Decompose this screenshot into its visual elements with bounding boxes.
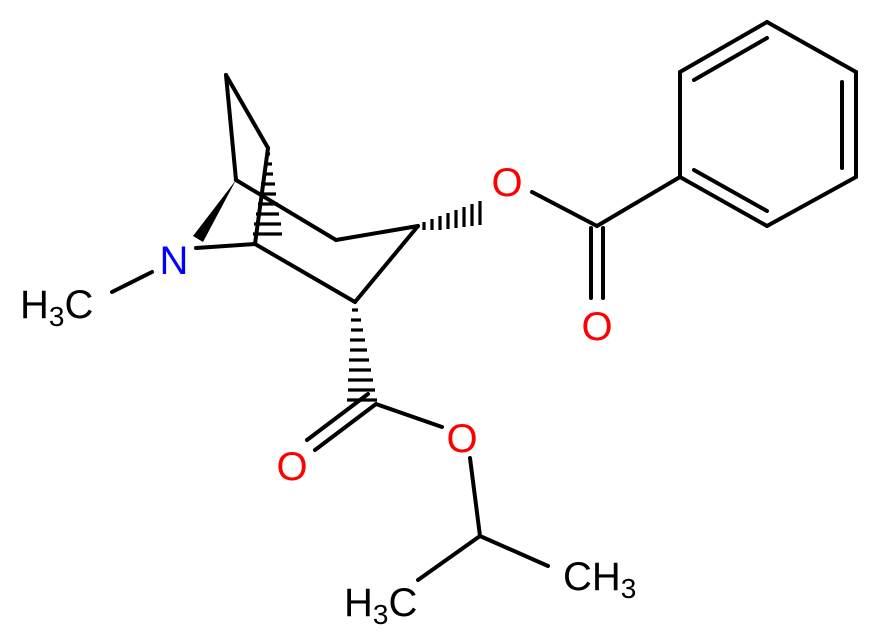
n-methyl-c: C xyxy=(64,283,93,327)
bond-phenyl-6 xyxy=(678,175,769,228)
bond-phenyl-3 xyxy=(765,20,858,74)
wedge-bridgehead-n xyxy=(193,180,236,242)
bond-isopropyl-left xyxy=(416,534,482,582)
iso-left-c: C xyxy=(388,581,417,625)
bond-ring-c4 xyxy=(334,224,420,242)
iso-right-ch: CH xyxy=(563,555,621,599)
atom-oxygen-benzoyl-ester: O xyxy=(491,161,522,205)
atom-oxygen-ester-carbonyl: O xyxy=(276,445,307,489)
hash-c2-carboxyl xyxy=(347,308,377,402)
hash-c3-obenzoyl xyxy=(422,201,482,230)
bond-phenyl-5 xyxy=(765,175,858,228)
atom-label-layer: N O O O O H3C H3C CH3 xyxy=(20,161,636,630)
bond-bridgehead-ring xyxy=(234,178,338,242)
n-methyl-h: H xyxy=(20,283,49,327)
bond-phenyl-inner-1 xyxy=(692,36,769,82)
bond-carboxyl-c-o xyxy=(374,402,444,429)
atom-oxygen-benzoyl-carbonyl: O xyxy=(581,305,612,349)
atom-nitrogen: N xyxy=(160,239,189,283)
group-n-methyl: H3C xyxy=(20,283,93,332)
bond-ring-c2 xyxy=(253,242,357,304)
iso-right-sub: 3 xyxy=(621,573,637,604)
bond-nmethyl-n xyxy=(110,270,154,294)
hash-bridgehead-right xyxy=(253,152,282,236)
bond-o-isopropyl xyxy=(468,456,482,538)
bond-benzoyl-phenyl xyxy=(595,175,682,228)
bond-n-bridgehead-right xyxy=(194,242,257,250)
atom-oxygen-isopropyl-ester: O xyxy=(446,417,477,461)
n-methyl-sub: 3 xyxy=(49,301,65,332)
bond-phenyl-inner-3 xyxy=(692,168,769,213)
iso-left-sub: 3 xyxy=(373,599,389,630)
bond-carbonyl-b xyxy=(305,392,370,442)
bond-carbonyl-a xyxy=(313,402,378,452)
iso-left-h: H xyxy=(344,581,373,625)
group-isopropyl-methyl-left: H3C xyxy=(344,581,417,630)
bond-layer xyxy=(110,20,858,582)
group-isopropyl-methyl-right: CH3 xyxy=(563,555,636,604)
bond-bridge-top-right xyxy=(224,73,270,150)
bond-ring-c3 xyxy=(353,224,420,304)
bond-o-benzoyl-c xyxy=(530,190,599,228)
bond-bridge-top-left xyxy=(224,73,238,182)
bond-isopropyl-right xyxy=(478,534,550,568)
wedge-layer xyxy=(193,152,482,402)
bond-phenyl-2 xyxy=(678,20,769,74)
